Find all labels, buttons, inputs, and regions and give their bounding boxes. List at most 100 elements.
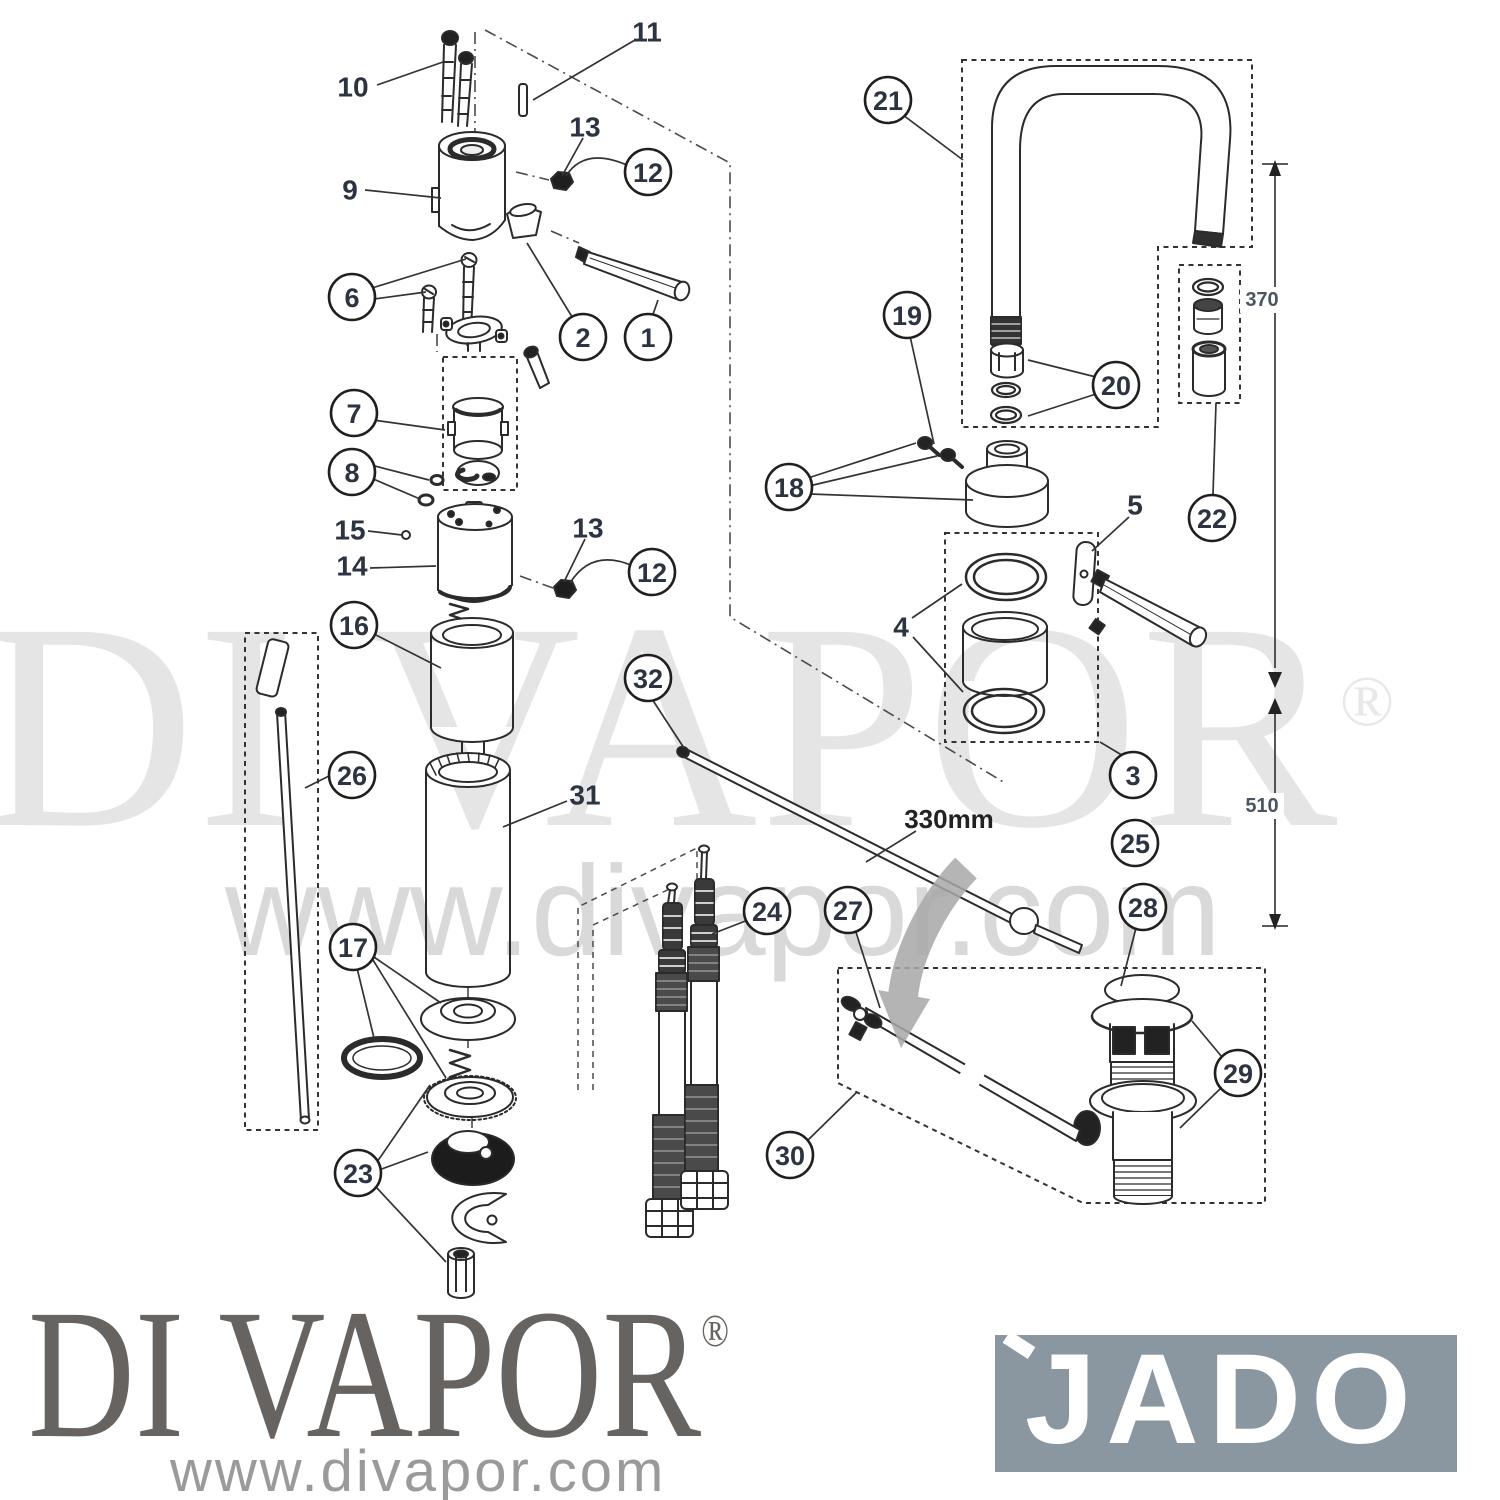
- seal-group-box: [944, 532, 1099, 743]
- label-14: 14: [336, 551, 368, 582]
- part-26-rod: [255, 638, 311, 1125]
- aerator-group-box: [1178, 264, 1241, 404]
- label-10: 10: [337, 72, 368, 103]
- divapor-url: www.divapor.com: [170, 1439, 667, 1500]
- label-31: 31: [569, 780, 600, 811]
- watermark-url: www.divapor.com: [225, 840, 1221, 983]
- jado-logo-text: JADO: [1025, 1328, 1421, 1471]
- clamp-ring: [440, 315, 508, 352]
- part-16-shroud: [430, 617, 514, 757]
- callout-12: 12: [623, 147, 673, 197]
- part-2-cone: [506, 202, 542, 239]
- callout-19: 19: [882, 290, 932, 340]
- svg-text:14: 14: [336, 551, 368, 582]
- part-8-seals: [417, 474, 445, 507]
- part-17-washers: [341, 997, 517, 1121]
- callout-25: 25: [1110, 818, 1160, 868]
- svg-text:510: 510: [1245, 795, 1278, 817]
- svg-text:29: 29: [1223, 1059, 1253, 1089]
- label-15: 15: [334, 515, 365, 546]
- part-13-nut: [553, 579, 577, 599]
- svg-text:9: 9: [342, 175, 358, 206]
- part-27-lever-clevis: [840, 995, 1081, 1142]
- svg-text:30: 30: [775, 1141, 805, 1171]
- part-14-valve-body: [437, 501, 513, 603]
- dimension-labels: 370 510: [1240, 287, 1284, 819]
- part-31-column: [425, 752, 511, 988]
- label-5: 5: [1127, 490, 1143, 521]
- svg-text:13: 13: [572, 513, 603, 544]
- part-22-aerator: [1191, 277, 1227, 397]
- callout-24: 24: [742, 886, 792, 936]
- svg-text:4: 4: [893, 612, 909, 643]
- svg-text:24: 24: [752, 897, 782, 927]
- dimension-label-510: 510: [1240, 793, 1284, 819]
- jado-logo: JADO: [995, 1330, 1457, 1472]
- part-15-screw: [401, 530, 411, 540]
- callout-26: 26: [327, 750, 377, 800]
- svg-text:19: 19: [892, 301, 922, 331]
- callout-22: 22: [1187, 493, 1237, 543]
- svg-text:23: 23: [343, 1159, 373, 1189]
- svg-text:25: 25: [1120, 829, 1150, 859]
- svg-text:27: 27: [833, 896, 863, 926]
- part-23-fixing-set: [431, 1130, 515, 1299]
- svg-text:20: 20: [1101, 371, 1131, 401]
- callout-3: 3: [1108, 750, 1158, 800]
- svg-text:13: 13: [569, 112, 600, 143]
- svg-text:3: 3: [1125, 761, 1140, 791]
- callout-29: 29: [1213, 1048, 1263, 1098]
- svg-text:10: 10: [337, 72, 368, 103]
- callout-32: 32: [623, 653, 673, 703]
- part-18-base-set: [917, 436, 1049, 528]
- waste-group-box: [837, 967, 1266, 1204]
- svg-text:31: 31: [569, 780, 600, 811]
- svg-text:17: 17: [338, 933, 368, 963]
- part-29-popup-waste: [1073, 974, 1197, 1205]
- callout-1: 1: [623, 312, 673, 362]
- svg-text:21: 21: [873, 86, 903, 116]
- part-6-screws: [421, 252, 478, 333]
- svg-text:1: 1: [640, 323, 655, 353]
- label-4: 4: [893, 612, 909, 643]
- divapor-logo: DI VAPOR®: [28, 1272, 730, 1477]
- callout-27: 27: [823, 885, 873, 935]
- callout-16: 16: [329, 600, 379, 650]
- part-9-handle-housing: [431, 131, 506, 241]
- label-9: 9: [342, 175, 358, 206]
- part-11-pin: [518, 83, 528, 117]
- part-24-hoses: [645, 844, 729, 1238]
- svg-text:12: 12: [633, 158, 663, 188]
- svg-text:12: 12: [637, 558, 667, 588]
- callout-7: 7: [329, 388, 379, 438]
- part-32-lift-rod: [676, 745, 1083, 954]
- hose-frame: [577, 846, 698, 1090]
- callout-18: 18: [764, 462, 814, 512]
- callout-20: 20: [1091, 360, 1141, 410]
- dimension-label-370: 370: [1240, 287, 1284, 313]
- registered-mark: ®: [701, 1305, 730, 1356]
- svg-text:16: 16: [339, 611, 369, 641]
- watermark-registered-mark: ®: [1339, 661, 1397, 742]
- svg-text:7: 7: [346, 399, 361, 429]
- part-20-connector-set: [989, 342, 1024, 425]
- svg-text:26: 26: [337, 761, 367, 791]
- label-13: 13: [569, 112, 600, 143]
- callout-6: 6: [327, 272, 377, 322]
- part-7-cartridge: [447, 345, 550, 486]
- callout-21: 21: [863, 75, 913, 125]
- part-10-screws: [441, 30, 474, 127]
- svg-text:15: 15: [334, 515, 365, 546]
- callout-30: 30: [765, 1130, 815, 1180]
- callout-12: 12: [627, 547, 677, 597]
- callout-28: 28: [1118, 882, 1168, 932]
- part-4-seal-set: [962, 552, 1048, 735]
- label-13: 13: [572, 513, 603, 544]
- label-11: 11: [632, 17, 662, 48]
- svg-text:6: 6: [344, 283, 359, 313]
- callout-8: 8: [327, 447, 377, 497]
